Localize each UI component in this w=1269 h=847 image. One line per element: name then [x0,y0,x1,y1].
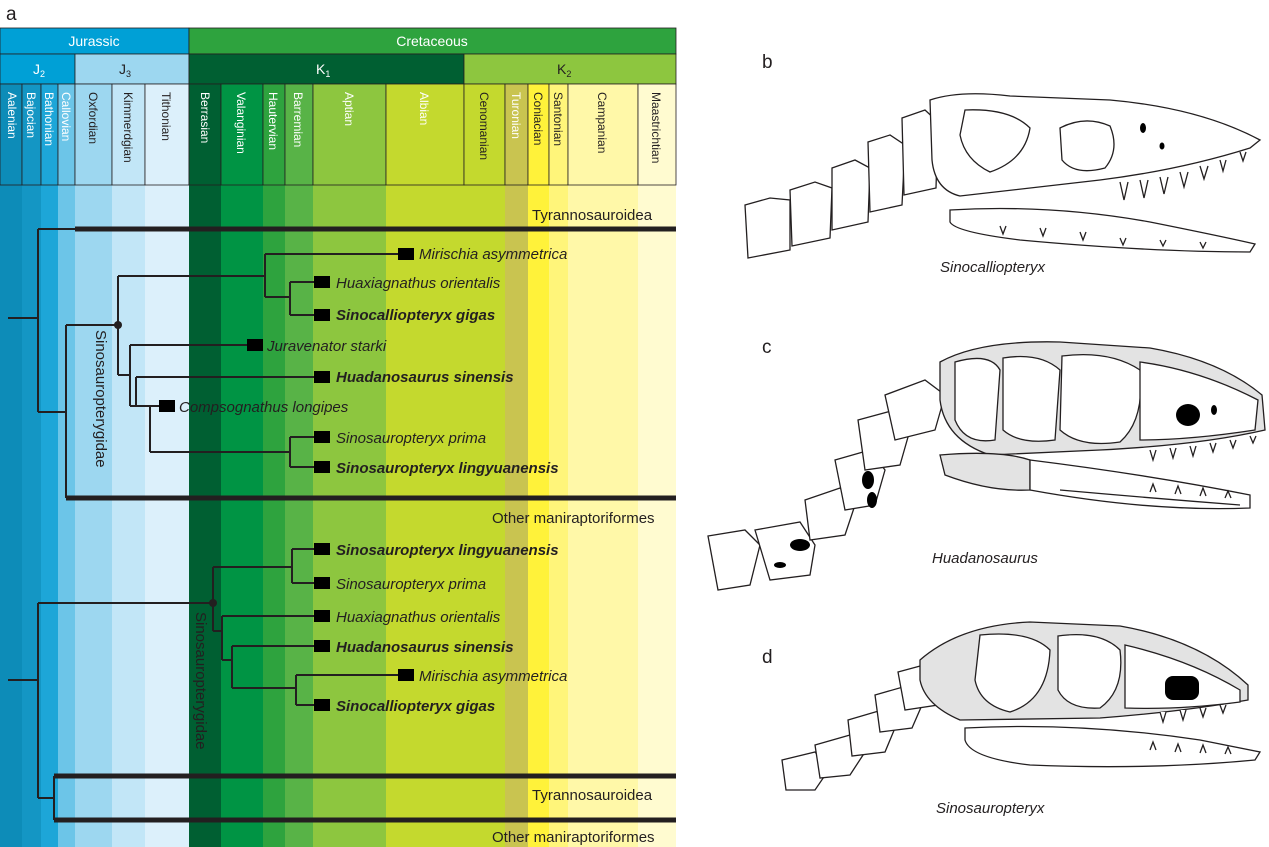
panel-label-b: b [762,52,773,73]
epoch-k2-label: K2 [557,61,571,79]
outgroup-label: Other maniraptoriformes [492,510,655,527]
taxon-label: Sinocalliopteryx gigas [336,307,495,324]
taxon-label: Sinocalliopteryx gigas [336,698,495,715]
epoch-k1-label: K1 [316,61,330,79]
svg-text:Cenomanian: Cenomanian [477,92,491,160]
period-cretaceous-label: Cretaceous [396,33,468,49]
range-block [314,543,330,555]
range-block [314,309,330,321]
svg-text:Valanginian: Valanginian [234,92,248,154]
skull-caption-c: Huadanosaurus [932,550,1038,567]
panel-label-d: d [762,647,773,668]
clade-label: Sinosauropterygidae [192,612,209,750]
epoch-k2 [463,53,677,85]
svg-text:Berrasian: Berrasian [198,92,212,143]
range-block [314,577,330,589]
outgroup-label: Tyrannosauroidea [532,787,653,804]
clade-label: Sinosauropterygidae [92,330,109,468]
svg-text:Tithonian: Tithonian [159,92,173,141]
taxon-label: Mirischia asymmetrica [419,668,567,685]
svg-text:Turonian: Turonian [509,92,523,139]
taxon-label: Compsognathus longipes [179,399,349,416]
period-cretaceous [188,27,677,55]
range-block [314,610,330,622]
svg-text:Bajocian: Bajocian [24,92,38,138]
range-block [247,339,263,351]
svg-text:Callovian: Callovian [59,92,73,141]
panel-label-c: c [762,337,772,358]
svg-text:Albian: Albian [417,92,431,125]
svg-text:Coniacian: Coniacian [531,92,545,145]
epoch-j2-label: J2 [33,61,45,79]
taxon-label: Juravenator starki [266,338,387,355]
tree-bottom: Tyrannosauroidea Other maniraptoriformes… [8,542,676,846]
epoch-j3 [74,53,190,85]
taxon-label: Huaxiagnathus orientalis [336,609,501,626]
svg-text:Barremian: Barremian [291,92,305,147]
svg-text:Kimmerdgian: Kimmerdgian [121,92,135,163]
taxon-label: Huadanosaurus sinensis [336,369,514,386]
svg-text:Maastrichtian: Maastrichtian [649,92,663,163]
svg-text:Aalenian: Aalenian [5,92,19,139]
skull-d: d Sinosauropteryx [762,621,1262,817]
stage-header [0,83,677,186]
outgroup-label: Tyrannosauroidea [532,207,653,224]
svg-text:Bathonian: Bathonian [42,92,56,146]
svg-text:Santonian: Santonian [551,92,565,146]
outgroup-label: Other maniraptoriformes [492,829,655,846]
panel-label-a: a [6,4,17,25]
range-block [398,669,414,681]
svg-text:Hautervian: Hautervian [266,92,280,150]
range-block [314,276,330,288]
taxon-label: Sinosauropteryx prima [336,430,486,447]
stage-columns [0,185,676,847]
range-block [398,248,414,260]
epoch-j3-label: J3 [119,61,131,79]
taxon-label: Sinosauropteryx lingyuanensis [336,542,559,559]
range-block [314,640,330,652]
taxon-label: Huadanosaurus sinensis [336,639,514,656]
tree-top: Tyrannosauroidea Other maniraptoriformes… [8,207,676,527]
skull-caption-b: Sinocalliopteryx [940,259,1046,276]
range-block [159,400,175,412]
taxon-label: Mirischia asymmetrica [419,246,567,263]
range-block [314,699,330,711]
svg-text:Oxfordian: Oxfordian [86,92,100,144]
skull-c: c Huadanosaurus [707,337,1266,591]
period-jurassic-label: Jurassic [68,33,119,49]
svg-text:Aptian: Aptian [342,92,356,126]
taxon-label: Huaxiagnathus orientalis [336,275,501,292]
taxon-label: Sinosauropteryx lingyuanensis [336,460,559,477]
taxon-label: Sinosauropteryx prima [336,576,486,593]
epoch-j2 [0,53,76,85]
svg-text:Campanian: Campanian [595,92,609,153]
range-block [314,431,330,443]
stage-labels: Aalenian Bajocian Bathonian Callovian Ox… [5,92,663,163]
range-block [314,371,330,383]
range-block [314,461,330,473]
skull-b: b Sinocalliopteryx [744,52,1262,276]
skull-caption-d: Sinosauropteryx [936,800,1045,817]
